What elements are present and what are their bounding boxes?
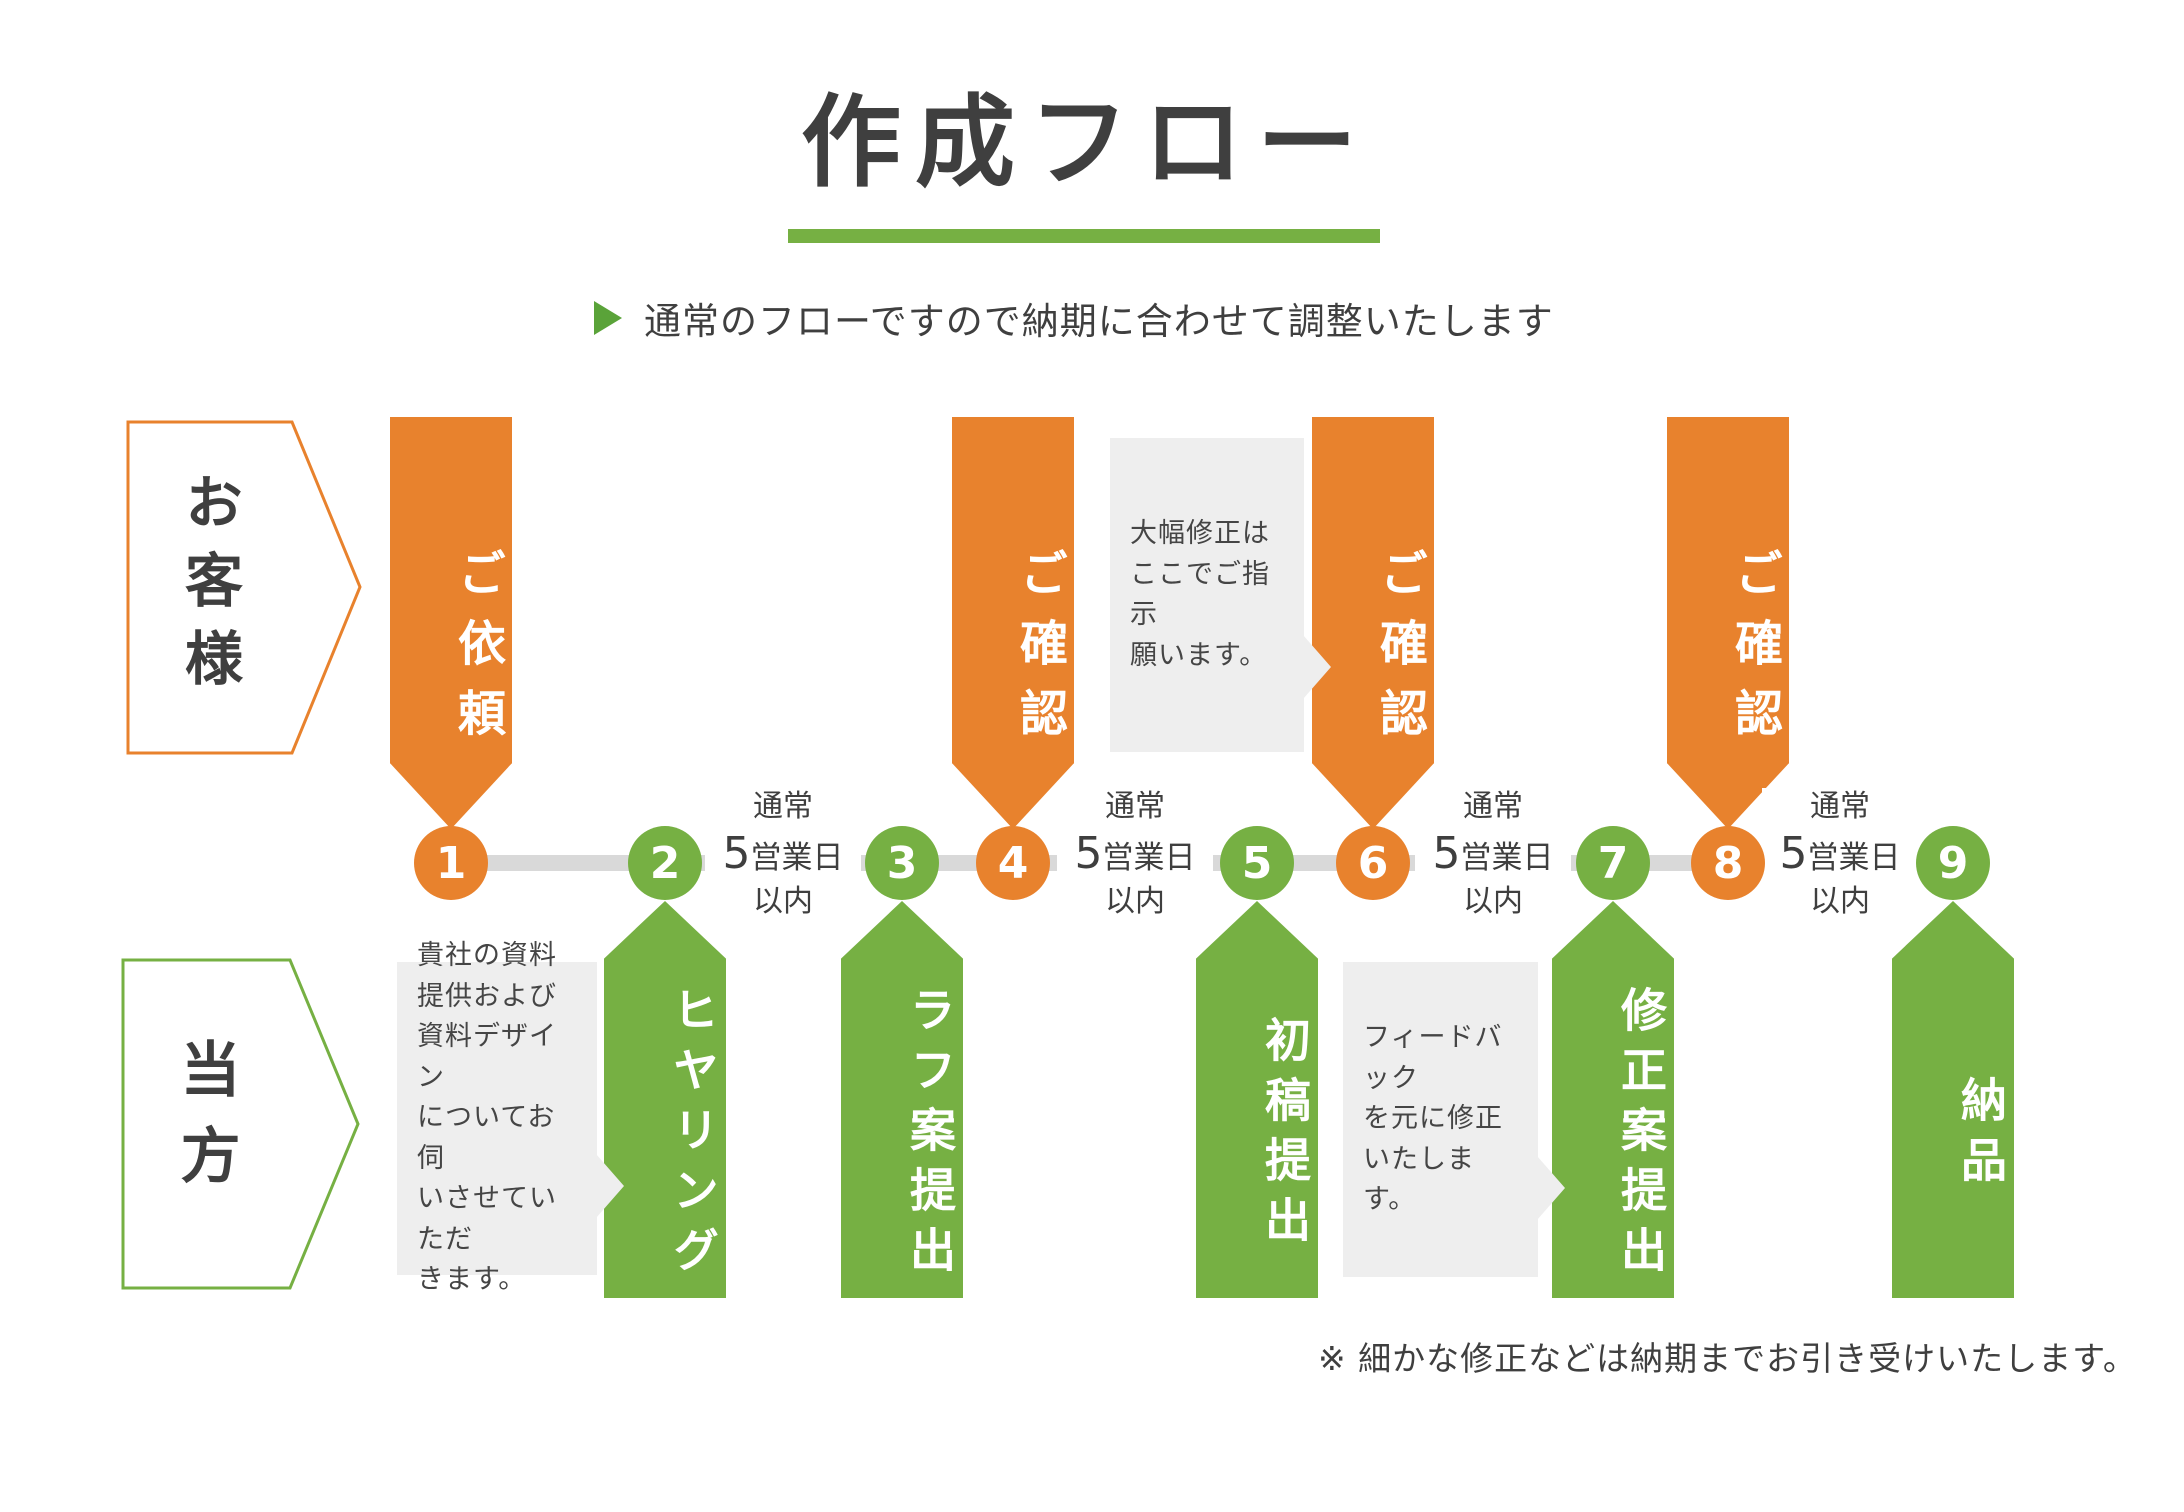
interval-line2: 5営業日: [1074, 828, 1196, 880]
step-2-circle: 2: [628, 826, 702, 900]
interval-line3: 以内: [753, 883, 813, 919]
interval-line1: 通常: [1105, 789, 1165, 824]
step-6-arrow: ご確認: [1312, 417, 1434, 829]
step-3-arrow: ラフ案提出: [841, 901, 963, 1298]
step-9-arrow: 納品: [1892, 901, 2014, 1298]
interval-line1: 通常: [1810, 789, 1870, 824]
interval-line1: 通常: [753, 789, 813, 824]
subtitle-text: 通常のフローですので納期に合わせて調整いたします: [644, 300, 1554, 343]
interval-line2: 5営業日: [1432, 828, 1554, 880]
lane-provider-shape: [121, 958, 360, 1290]
step-5-arrow: 初稿提出: [1196, 901, 1318, 1298]
note-box-feedback: フィードバック を元に修正 いたします。: [1343, 962, 1565, 1277]
title-underline: [788, 229, 1380, 243]
step-8-arrow: ご確認: [1667, 417, 1789, 829]
interval-label-1: 通常 5営業日 以内: [705, 788, 861, 922]
interval-label-3: 通常 5営業日 以内: [1415, 788, 1571, 922]
interval-line3: 以内: [1463, 883, 1523, 919]
step-6-circle: 6: [1336, 826, 1410, 900]
step-7-arrow: 修正案提出: [1552, 901, 1674, 1298]
step-7-circle: 7: [1576, 826, 1650, 900]
note-pointer-icon: [596, 1154, 624, 1218]
lane-customer-shape: [126, 420, 362, 755]
footnote: ※ 細かな修正などは納期までお引き受けいたします。: [1318, 1339, 2137, 1378]
step-5-circle: 5: [1220, 826, 1294, 900]
interval-label-4: 通常 5営業日 以内: [1762, 788, 1918, 922]
interval-line1: 通常: [1463, 789, 1523, 824]
subtitle: 通常のフローですので納期に合わせて調整いたします: [594, 291, 1554, 345]
step-2-arrow: ヒヤリング: [604, 901, 726, 1298]
step-1-circle: 1: [414, 826, 488, 900]
lane-customer-label: お客様: [175, 472, 243, 706]
interval-line3: 以内: [1105, 883, 1165, 919]
note-pointer-icon: [1303, 635, 1331, 699]
interval-label-2: 通常 5営業日 以内: [1057, 788, 1213, 922]
note-text: 大幅修正は ここでご指示 願います。: [1130, 518, 1270, 671]
note-pointer-icon: [1537, 1156, 1565, 1220]
step-8-circle: 8: [1691, 826, 1765, 900]
interval-line2: 5営業日: [722, 828, 844, 880]
interval-line3: 以内: [1810, 883, 1870, 919]
page-title: 作成フロー: [801, 84, 1371, 201]
interval-line2: 5営業日: [1779, 828, 1901, 880]
note-text: 貴社の資料 提供および 資料デザイン についてお伺 いさせていただ きます。: [417, 940, 557, 1296]
subtitle-marker-icon: [594, 301, 622, 335]
lane-provider-label: 当方: [170, 1038, 240, 1210]
note-box-major-fix: 大幅修正は ここでご指示 願います。: [1110, 438, 1331, 752]
note-text: フィードバック を元に修正 いたします。: [1363, 1022, 1503, 1216]
step-1-arrow: ご依頼: [390, 417, 512, 829]
step-9-circle: 9: [1916, 826, 1990, 900]
step-4-circle: 4: [976, 826, 1050, 900]
step-3-circle: 3: [865, 826, 939, 900]
note-box-hearing: 貴社の資料 提供および 資料デザイン についてお伺 いさせていただ きます。: [397, 940, 624, 1295]
step-4-arrow: ご確認: [952, 417, 1074, 829]
